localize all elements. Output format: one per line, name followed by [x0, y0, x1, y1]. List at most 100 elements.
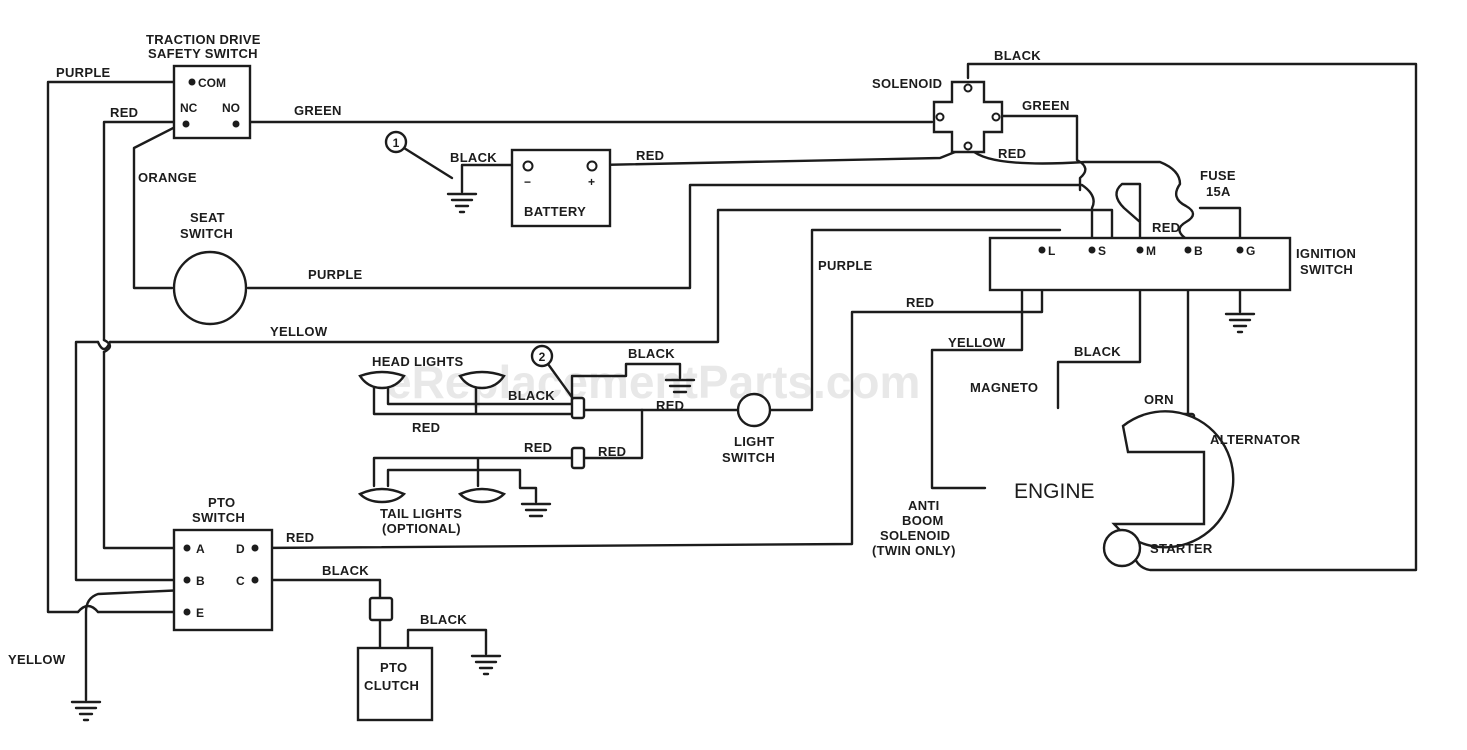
seat-switch-label-2: SWITCH: [180, 226, 233, 241]
wire-yellow-mid: [74, 208, 1114, 582]
solenoid-terminal: [991, 112, 1001, 122]
wire-label-black: BLACK: [1074, 344, 1121, 359]
pto-terminal-e: E: [196, 606, 204, 620]
wire-label-red: RED: [656, 398, 684, 413]
wire-label-black: BLACK: [628, 346, 675, 361]
wire-label-red: RED: [524, 440, 552, 455]
wire-label-purple: PURPLE: [818, 258, 873, 273]
wire-label-black: BLACK: [994, 48, 1041, 63]
wire-tail-red: [372, 456, 574, 488]
battery-plus: +: [588, 175, 595, 189]
terminal-dot: [1236, 246, 1244, 254]
wire-orange: [132, 120, 187, 290]
traction-switch-title: TRACTION DRIVE: [146, 32, 261, 47]
head-lights: HEAD LIGHTS: [358, 354, 506, 390]
wire-label-red: RED: [412, 420, 440, 435]
fuse-rating: 15A: [1206, 184, 1231, 199]
pto-switch: A B E D C PTO SWITCH: [172, 495, 274, 632]
wire-label-red: RED: [598, 444, 626, 459]
wire-black-m-top: [1115, 182, 1142, 250]
wire-label-yellow: YELLOW: [8, 652, 66, 667]
wire-label-red: RED: [636, 148, 664, 163]
terminal-dot: [251, 544, 259, 552]
wire-purple-light: [768, 228, 1062, 412]
tail-lights-label-2: (OPTIONAL): [382, 521, 461, 536]
callout-1: 1: [393, 136, 400, 150]
ground-symbol: [520, 502, 552, 518]
battery: − + BATTERY: [510, 148, 612, 228]
wire-red-nc: [102, 120, 187, 550]
callout-2-leader: [546, 362, 576, 402]
tail-lights: TAIL LIGHTS (OPTIONAL): [357, 487, 507, 536]
wire-label-black: BLACK: [508, 388, 555, 403]
wire-headlight-black: [386, 362, 682, 406]
ground-symbol: [664, 378, 696, 394]
pto-terminal-c: C: [236, 574, 245, 588]
solenoid-label: SOLENOID: [872, 76, 942, 91]
ignition-terminal-s: S: [1098, 244, 1106, 258]
fuse-label: FUSE: [1200, 168, 1236, 183]
callout-2-circle: [530, 344, 554, 368]
wire-label-red: RED: [1152, 220, 1180, 235]
wire-headlight-red: [372, 384, 574, 416]
battery-negative-post: [522, 160, 534, 172]
anti-boom-label-4: (TWIN ONLY): [872, 543, 956, 558]
terminal-dot: [1184, 246, 1192, 254]
starter-motor: [1102, 528, 1142, 568]
pto-clutch-label-2: CLUTCH: [364, 678, 419, 693]
terminal-dot: [232, 120, 240, 128]
wire-label-green: GREEN: [294, 103, 342, 118]
wire-green-solenoid: [998, 114, 1087, 192]
pto-terminal-b: B: [196, 574, 205, 588]
wire-label-red: RED: [110, 105, 138, 120]
battery-label: BATTERY: [524, 204, 586, 219]
connector: [368, 596, 394, 622]
magneto-label: MAGNETO: [970, 380, 1038, 395]
light-switch-circle: [736, 392, 772, 428]
terminal-com-label: COM: [198, 76, 226, 90]
anti-boom-label: ANTI: [908, 498, 940, 513]
alternator-label: ALTERNATOR: [1210, 432, 1301, 447]
battery-positive-post: [586, 160, 598, 172]
terminal-dot: [183, 544, 191, 552]
wire-fuse-g: [1198, 206, 1242, 250]
terminal-dot: [183, 608, 191, 616]
pto-clutch-box: [356, 646, 434, 722]
solenoid-body: [932, 80, 1004, 154]
traction-switch-title-2: SAFETY SWITCH: [148, 46, 258, 61]
wire-label-black: BLACK: [420, 612, 467, 627]
callout-1-circle: [384, 130, 408, 154]
anti-boom-label-3: SOLENOID: [880, 528, 950, 543]
terminal-dot: [1088, 246, 1096, 254]
ground-symbol: [70, 700, 102, 722]
wire-yellow-bottom: [84, 588, 187, 702]
wire-label-red: RED: [998, 146, 1026, 161]
terminal-dot: [182, 120, 190, 128]
wire-label-purple: PURPLE: [308, 267, 363, 282]
light-switch: LIGHT SWITCH: [722, 392, 775, 465]
callout-1-leader: [402, 146, 454, 180]
wire-black-magneto: [1056, 246, 1142, 410]
light-switch-label: LIGHT: [734, 434, 775, 449]
wire-purple-com: [46, 80, 187, 614]
taillight-lamp: [357, 487, 407, 504]
ignition-terminal-b: B: [1194, 244, 1203, 258]
wire-tail-red2: [583, 408, 644, 460]
solenoid: SOLENOID: [872, 76, 1004, 154]
wire-black-battery-gnd: [460, 163, 530, 194]
wire-black-clutch: [378, 618, 488, 656]
traction-drive-safety-switch: COM NC NO TRACTION DRIVE SAFETY SWITCH: [146, 32, 261, 140]
wire-label-green: GREEN: [1022, 98, 1070, 113]
solenoid-terminal: [935, 112, 945, 122]
wire-label-black: BLACK: [450, 150, 497, 165]
headlight-lamp: [358, 370, 406, 390]
wire-label-yellow: YELLOW: [270, 324, 328, 339]
seat-switch-circle: [172, 250, 248, 326]
ground-symbols: [70, 192, 1256, 722]
terminal-dot: [251, 576, 259, 584]
ignition-switch-box: [988, 236, 1292, 292]
seat-switch: SEAT SWITCH: [172, 210, 248, 326]
wire-label-purple: PURPLE: [56, 65, 111, 80]
terminal-dot: [183, 576, 191, 584]
pto-clutch-label: PTO: [380, 660, 407, 675]
